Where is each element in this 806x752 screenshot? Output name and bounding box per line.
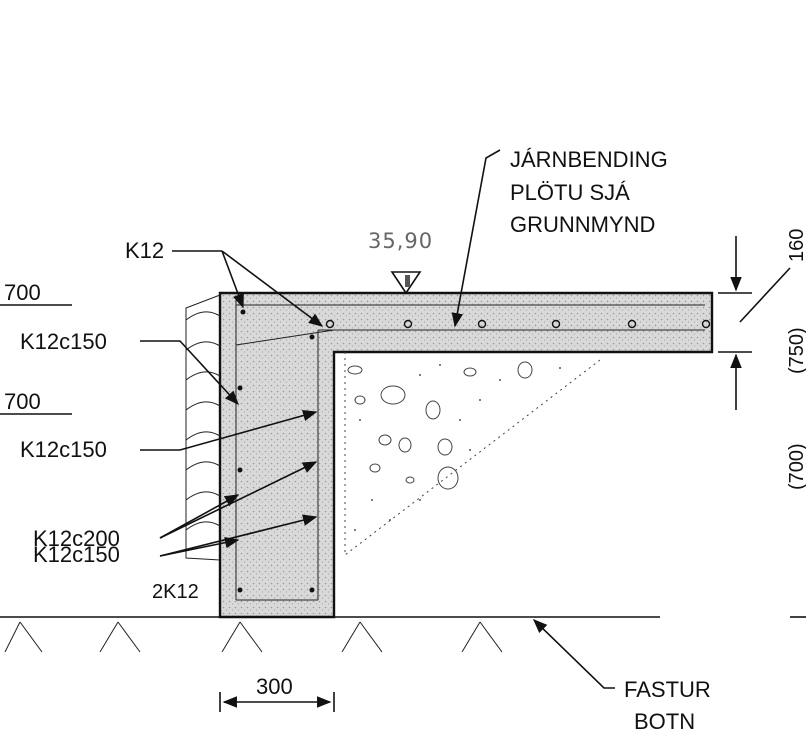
- k12c200-label: K12c200: [33, 526, 120, 551]
- reinforcement-leader: [451, 149, 501, 328]
- level-700-lower-label: 700: [4, 389, 41, 414]
- wall-rebar-dots: [237, 309, 315, 593]
- k12c200-leader-2: [159, 461, 318, 539]
- slab-rebar-dots: [325, 319, 711, 329]
- gravel-dots: [354, 364, 561, 531]
- level-700-upper-label: 700: [4, 280, 41, 305]
- slab-joint-line: [235, 329, 335, 346]
- k12c150-c-leader-2: [159, 514, 318, 557]
- ground-note-leader: [532, 618, 615, 689]
- k12c150-a-leader: [140, 340, 239, 406]
- reinforcement-note-line1: JÁRNBENDING: [510, 147, 668, 172]
- k12c150-a-label: K12c150: [20, 329, 107, 354]
- reinforcement-note-line2: PLÖTU SJÁ: [510, 180, 630, 205]
- elevation-marker: 35,90: [368, 229, 433, 295]
- ground-hatch: [4, 621, 503, 653]
- k12-label: K12: [125, 238, 164, 263]
- dimension-160-label: 160: [786, 229, 806, 262]
- k12c150-b-leader: [140, 409, 318, 451]
- k12c150-c-label: K12c150: [33, 542, 120, 567]
- wall-reinforcement-outline: [235, 300, 319, 601]
- slab-section: [218, 291, 714, 619]
- gravel-fill: [344, 352, 601, 557]
- two-k12-label: 2K12: [152, 581, 199, 603]
- ground-note-line2: BOTN: [634, 709, 695, 734]
- dimension-750-label: (750): [786, 327, 806, 374]
- k12-leader-to-slab: [221, 250, 324, 327]
- k12c150-b-label: K12c150: [20, 437, 107, 462]
- dimension-700-label: (700): [786, 443, 806, 490]
- reinforcement-note-line3: GRUNNMYND: [510, 212, 655, 237]
- width-dimension: 300: [219, 674, 335, 712]
- dimension-300-label: 300: [256, 674, 293, 699]
- elevation-label: 35,90: [368, 229, 433, 253]
- slab-dimension: 160 (750) (700): [718, 229, 806, 618]
- k12-leader-to-corner: [221, 250, 244, 309]
- insulation-layer: [185, 294, 221, 561]
- ground-note-line1: FASTUR: [624, 677, 711, 702]
